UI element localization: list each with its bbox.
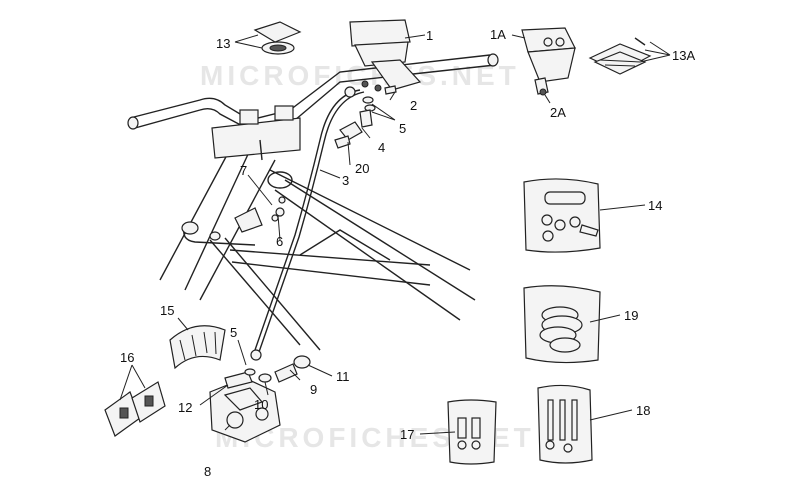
callout-20: 20 <box>355 161 369 176</box>
callout-1: 1 <box>426 28 433 43</box>
brake-pads-15 <box>169 325 226 370</box>
brake-caliper <box>209 371 281 443</box>
callout-3: 3 <box>342 173 349 188</box>
parts-bag-17 <box>447 399 497 465</box>
callout-17: 17 <box>400 427 414 442</box>
callout-2: 2 <box>410 98 417 113</box>
hose-fittings <box>334 85 397 149</box>
brake-hose <box>250 86 365 361</box>
callout-15: 15 <box>160 303 174 318</box>
callout-11: 11 <box>336 369 350 384</box>
callout-7: 7 <box>240 163 247 178</box>
callout-12: 12 <box>178 400 192 415</box>
master-cylinder-alt <box>521 27 576 96</box>
callout-4: 4 <box>378 140 385 155</box>
callout-5-top: 5 <box>399 121 406 136</box>
callout-5-bottom: 5 <box>230 325 237 340</box>
bracket-bolts <box>234 196 286 233</box>
motorcycle-frame <box>159 139 476 351</box>
brake-pads-16 <box>104 381 166 437</box>
callout-13A: 13A <box>672 48 695 63</box>
parts-bag-19 <box>523 285 601 364</box>
callout-2A: 2A <box>550 105 566 120</box>
callout-labels: 1 1A 2 2A 3 4 5 5 6 7 8 9 10 11 12 13 13… <box>120 27 695 479</box>
reservoir-cover <box>253 21 302 55</box>
callout-16: 16 <box>120 350 134 365</box>
watermark-top: MICROFICHES.NET <box>200 60 520 91</box>
callout-8: 8 <box>204 464 211 479</box>
parts-bag-14 <box>523 178 601 253</box>
callout-19: 19 <box>624 308 638 323</box>
callout-6: 6 <box>276 234 283 249</box>
caliper-hardware <box>244 355 311 383</box>
reservoir-cover-alt <box>588 37 652 75</box>
parts-bag-18 <box>537 384 593 464</box>
handlebar <box>127 53 499 161</box>
leader-lines <box>119 34 671 435</box>
callout-10: 10 <box>254 397 268 412</box>
callout-9: 9 <box>310 382 317 397</box>
callout-18: 18 <box>636 403 650 418</box>
callout-1A: 1A <box>490 27 506 42</box>
master-cylinder <box>349 19 422 92</box>
callout-14: 14 <box>648 198 662 213</box>
callout-13: 13 <box>216 36 230 51</box>
